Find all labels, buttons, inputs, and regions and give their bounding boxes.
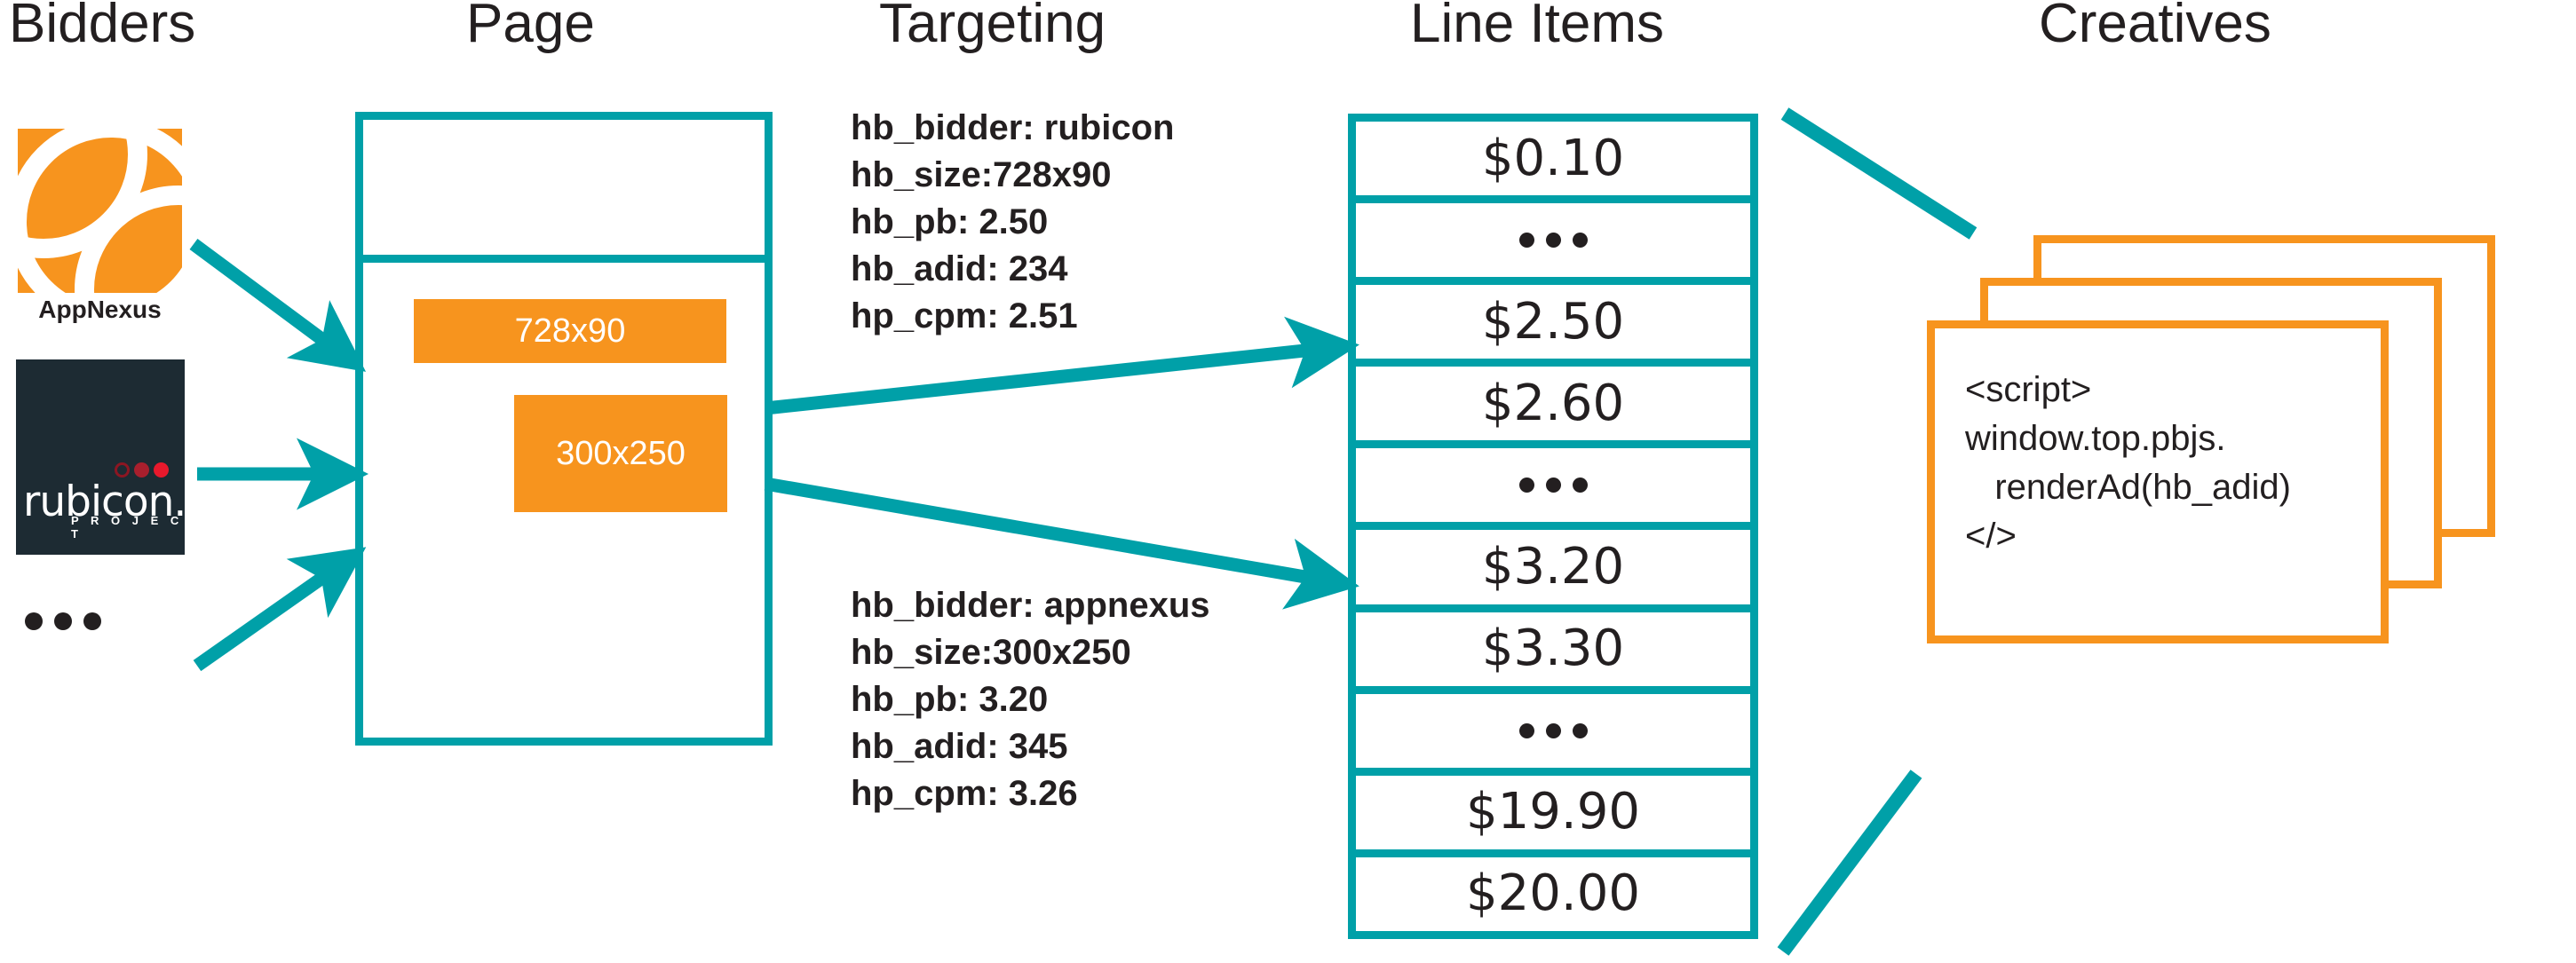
column-header-page: Page — [466, 0, 595, 54]
targeting-line: hb_size:728x90 — [851, 155, 1112, 194]
line-item-row[interactable]: $0.10 — [1356, 122, 1750, 196]
line-line-items-to-creatives-top — [1780, 107, 1978, 240]
page-divider — [363, 255, 765, 263]
line-item-row[interactable]: $3.20 — [1356, 530, 1750, 604]
line-line-items-to-creatives-bottom — [1777, 770, 1922, 956]
creative-code-snippet: <script> window.top.pbjs. renderAd(hb_ad… — [1965, 370, 2291, 556]
line-item-value: $0.10 — [1481, 129, 1625, 187]
column-header-line-items: Line Items — [1410, 0, 1665, 54]
line-item-value: $3.20 — [1481, 538, 1625, 596]
page-box: 728x90 300x250 — [355, 112, 773, 746]
line-item-value: $2.50 — [1481, 292, 1625, 351]
targeting-line: hb_size:300x250 — [851, 633, 1131, 672]
targeting-line: hb_bidder: appnexus — [851, 586, 1210, 625]
targeting-line: hb_pb: 2.50 — [851, 202, 1049, 241]
line-item-row[interactable]: $3.30 — [1356, 612, 1750, 686]
line-item-row[interactable]: $2.60 — [1356, 367, 1750, 441]
line-items-list: $0.10 $2.50 $2.60 $3.20 $3.30 $19.90 $20… — [1348, 114, 1758, 939]
column-header-creatives: Creatives — [2039, 0, 2271, 54]
targeting-line: hp_cpm: 3.26 — [851, 774, 1078, 813]
line-item-ellipsis — [1518, 722, 1588, 738]
line-item-row[interactable]: $19.90 — [1356, 775, 1750, 849]
line-item-row[interactable] — [1356, 203, 1750, 278]
line-item-row[interactable]: $2.50 — [1356, 285, 1750, 359]
targeting-line: hp_cpm: 2.51 — [851, 296, 1078, 335]
line-item-value: $20.00 — [1466, 864, 1640, 923]
bidder-appnexus[interactable]: AppNexus — [18, 129, 182, 323]
line-item-value: $3.30 — [1481, 620, 1625, 678]
line-item-ellipsis — [1518, 233, 1588, 249]
ad-unit-728x90[interactable]: 728x90 — [414, 299, 726, 363]
rubicon-wordmark: rubicon. — [23, 478, 186, 526]
targeting-line: hb_pb: 3.20 — [851, 680, 1049, 719]
rubicon-subtitle: P R O J E C T — [71, 514, 184, 541]
appnexus-label: AppNexus — [38, 296, 162, 323]
arrow-appnexus-to-page — [189, 238, 367, 372]
column-header-targeting: Targeting — [879, 0, 1106, 54]
bidder-rubicon[interactable]: rubicon. P R O J E C T — [16, 359, 186, 555]
creatives-stack: <script> window.top.pbjs. renderAd(hb_ad… — [1927, 235, 2495, 643]
appnexus-logo-icon — [18, 129, 182, 293]
line-item-row[interactable] — [1356, 693, 1750, 768]
targeting-block-appnexus: hb_bidder: appnexus hb_size:300x250 hb_p… — [851, 582, 1210, 817]
arrow-300x250-to-line-item-320 — [764, 477, 1359, 610]
arrow-728x90-to-line-item-250 — [765, 316, 1359, 415]
ad-unit-300x250[interactable]: 300x250 — [514, 395, 727, 512]
line-item-value: $19.90 — [1466, 783, 1640, 841]
line-item-value: $2.60 — [1481, 374, 1625, 432]
targeting-line: hb_adid: 234 — [851, 249, 1068, 288]
targeting-line: hb_adid: 345 — [851, 727, 1068, 766]
line-item-row[interactable] — [1356, 448, 1750, 523]
targeting-block-rubicon: hb_bidder: rubicon hb_size:728x90 hb_pb:… — [851, 105, 1174, 340]
column-header-bidders: Bidders — [9, 0, 196, 54]
arrow-more-bidders-to-page — [193, 547, 367, 672]
rubicon-dots-icon — [115, 462, 170, 478]
creative-card-front[interactable]: <script> window.top.pbjs. renderAd(hb_ad… — [1927, 320, 2389, 643]
line-item-row[interactable]: $20.00 — [1356, 856, 1750, 931]
bidders-more-ellipsis — [25, 612, 101, 630]
line-item-ellipsis — [1518, 478, 1588, 493]
targeting-line: hb_bidder: rubicon — [851, 108, 1175, 147]
